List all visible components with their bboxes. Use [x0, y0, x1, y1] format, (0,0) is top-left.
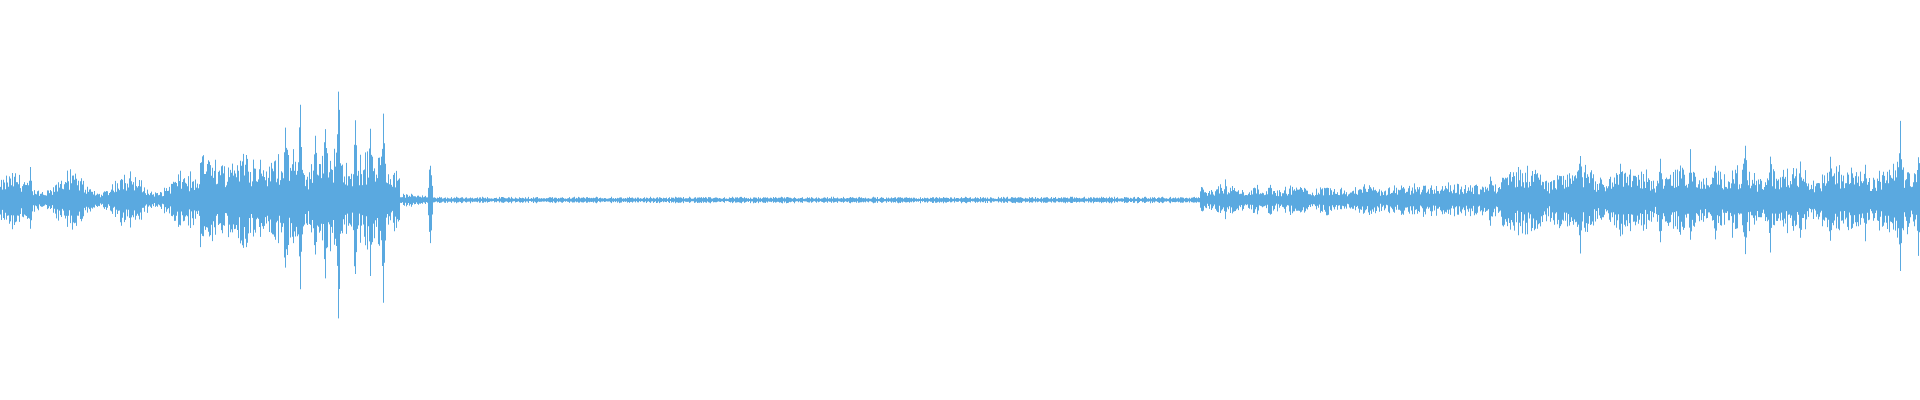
waveform-bars [0, 91, 1920, 319]
waveform-path [0, 91, 1920, 319]
